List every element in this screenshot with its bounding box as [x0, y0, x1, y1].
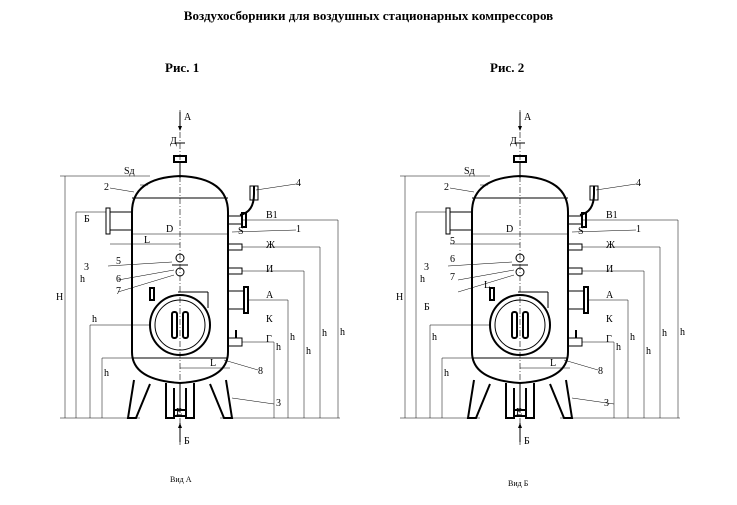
fig1-caption: Рис. 1 [165, 60, 200, 75]
fig1-h3: h [104, 368, 109, 379]
fig2-n4: 4 [636, 178, 641, 189]
fig2-bottom-arrow-label: Б [524, 436, 530, 447]
fig2-port-b: Б [424, 302, 430, 313]
fig2-h3: h [444, 368, 449, 379]
fig1-h1: h [80, 274, 85, 285]
fig2-vessel: А Д Sд 2 4 В1 Б S 1 D L Ж 5 3 И 6 7 А H … [396, 109, 685, 488]
fig1-port-v1: В1 [266, 210, 278, 221]
fig1-top-port-label: Д [170, 136, 177, 147]
fig1-big-h: H [56, 292, 63, 303]
fig2-h-right1: h [662, 328, 667, 339]
fig1-h-right3: h [290, 332, 295, 343]
fig1-n4: 4 [296, 178, 301, 189]
fig2-s: S [578, 226, 584, 237]
fig1-h2: h [92, 314, 97, 325]
fig2-n1: 1 [636, 224, 641, 235]
fig2-h-right4: h [616, 342, 621, 353]
fig1-l2: L [210, 358, 216, 369]
fig1-port-a: А [266, 290, 274, 301]
fig2-h-right3: h [630, 332, 635, 343]
fig1-port-k: К [266, 314, 273, 325]
fig1-view: Вид А [170, 475, 192, 484]
fig1-d: D [166, 224, 173, 235]
fig2-top-arrow-label: А [524, 112, 532, 123]
fig1-n3b: 3 [276, 398, 281, 409]
fig2-port-i: И [606, 264, 613, 275]
fig1-s: S [238, 226, 244, 237]
fig1-h-right4: h [276, 342, 281, 353]
fig2-n3: 3 [424, 262, 429, 273]
fig2-n3b: 3 [604, 398, 609, 409]
fig2-top-port-label: Д [510, 136, 517, 147]
fig2-h2: h [432, 332, 437, 343]
fig1-n6: 6 [116, 274, 121, 285]
fig2-port-g: Г [606, 334, 612, 345]
fig2-n5: 5 [450, 236, 455, 247]
fig1-port-g: Г [266, 334, 272, 345]
fig2-d: D [506, 224, 513, 235]
fig1-n3: 3 [84, 262, 89, 273]
page-title: Воздухосборники для воздушных стационарн… [183, 8, 554, 23]
fig1-h-right2: h [306, 346, 311, 357]
fig1-port-i: И [266, 264, 273, 275]
fig2-wall-label: Sд [464, 166, 475, 177]
fig2-l2: L [550, 358, 556, 369]
fig1-top-arrow-label: А [184, 112, 192, 123]
fig2-n6: 6 [450, 254, 455, 265]
fig2-n8: 8 [598, 366, 603, 377]
fig1-n2: 2 [104, 182, 109, 193]
fig2-h1: h [420, 274, 425, 285]
fig2-big-h: H [396, 292, 403, 303]
fig1-n8: 8 [258, 366, 263, 377]
fig2-h-right5: h [680, 327, 685, 338]
fig2-caption: Рис. 2 [490, 60, 525, 75]
fig1-h-right1: h [322, 328, 327, 339]
fig1-n7: 7 [116, 286, 121, 297]
fig2-n7: 7 [450, 272, 455, 283]
fig2-port-v1: В1 [606, 210, 618, 221]
fig2-port-k: К [606, 314, 613, 325]
fig2-n2: 2 [444, 182, 449, 193]
fig2-port-a: А [606, 290, 614, 301]
fig1-l: L [144, 235, 150, 246]
fig1-port-e: Е [176, 407, 182, 418]
fig1-n5: 5 [116, 256, 121, 267]
fig1-h-right5: h [340, 327, 345, 338]
fig2-h-right2: h [646, 346, 651, 357]
fig2-port-e: Е [516, 407, 522, 418]
fig2-port-zh: Ж [606, 240, 615, 251]
fig1-port-zh: Ж [266, 240, 275, 251]
fig1-n1: 1 [296, 224, 301, 235]
fig1-bottom-arrow-label: Б [184, 436, 190, 447]
fig1-wall-label: Sд [124, 166, 135, 177]
fig2-view: Вид Б [508, 479, 529, 488]
fig1-vessel: А Д Sд 2 4 В1 Б S 1 D L Ж 5 3 И 6 7 А H … [56, 109, 345, 484]
fig1-port-b: Б [84, 214, 90, 225]
fig2-l: L [484, 280, 490, 291]
